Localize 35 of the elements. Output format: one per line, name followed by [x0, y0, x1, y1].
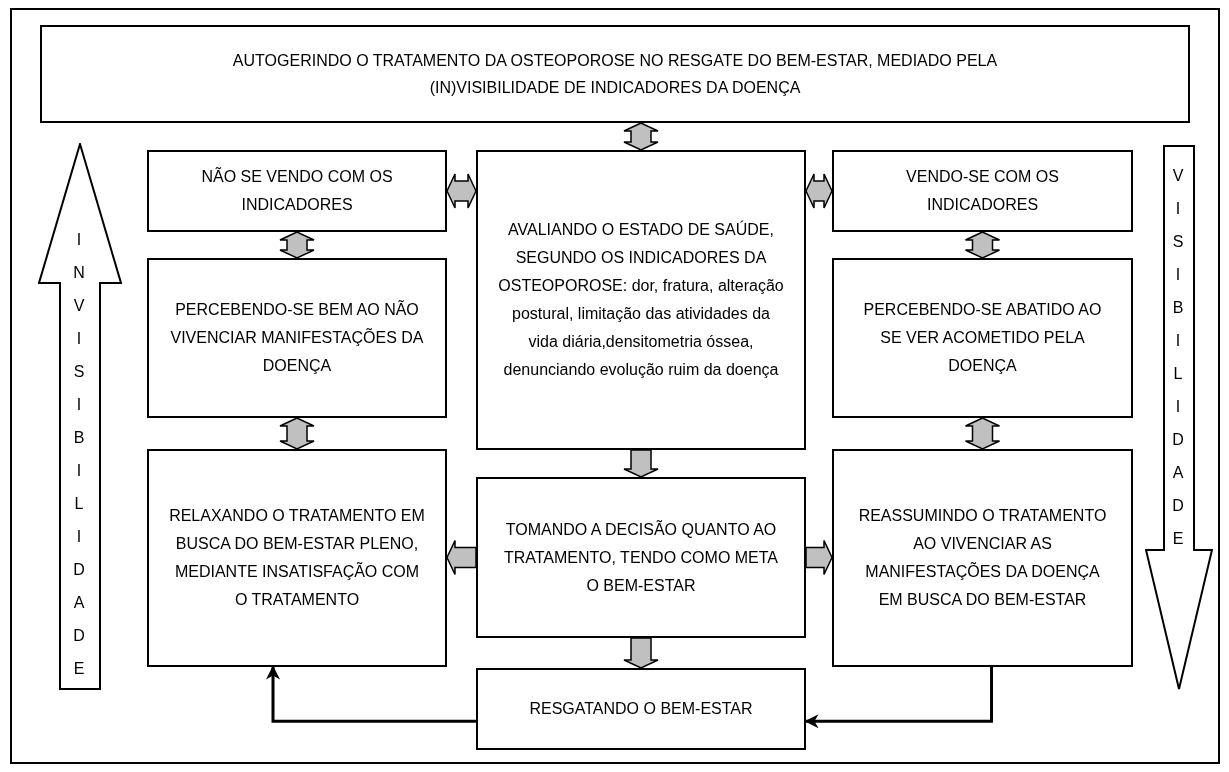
- block-arrow: [623, 122, 659, 151]
- process-box: [476, 477, 806, 638]
- box-text: REASSUMINDO O TRATAMENTO AO VIVENCIAR AS MANIFESTAÇÕES DA DOENÇA EM BUSCA DO BEM-ESTAR: [857, 506, 1108, 610]
- process-box: [476, 668, 806, 750]
- box-text: AUTOGERINDO O TRATAMENTO DA OSTEOPOROSE NO RESGATE DO BEM-ESTAR, MEDIADO PELA (IN)VISIBILIDADE DE INDICADORES DA DOENÇA: [231, 51, 999, 98]
- box-text: RESGATANDO O BEM-ESTAR: [529, 699, 753, 719]
- arrow: [266, 665, 476, 723]
- process-box: [147, 150, 447, 232]
- vertical-label: INVISIBILIDADE: [73, 230, 85, 679]
- box-text: TOMANDO A DECISÃO QUANTO AO TRATAMENTO, TENDO COMO META O BEM-ESTAR: [502, 519, 780, 596]
- block-arrow: [805, 173, 833, 209]
- block-arrow: [446, 539, 477, 576]
- arrow: [804, 667, 994, 729]
- process-box: [832, 258, 1133, 418]
- block-arrow: [279, 231, 315, 259]
- process-box: [832, 150, 1133, 232]
- box-text: NÃO SE VENDO COM OS INDICADORES: [200, 166, 394, 215]
- block-arrow: [805, 539, 833, 576]
- block-arrow: [279, 417, 315, 450]
- process-box: [476, 150, 806, 450]
- block-arrow: [446, 173, 477, 209]
- block-arrow: [623, 637, 659, 669]
- box-text: VENDO-SE COM OS INDICADORES: [905, 167, 1060, 215]
- box-text: PERCEBENDO-SE ABATIDO AO SE VER ACOMETIDO PELA DOENÇA: [862, 300, 1103, 376]
- process-box: [832, 449, 1133, 667]
- box-text: AVALIANDO O ESTADO DE SAÚDE, SEGUNDO OS INDICADORES DA OSTEOPOROSE: dor, fratura, alteração postural, limitação das atividades da vida diária,densitometria óssea, denunciando evolução ruim da doença: [498, 219, 784, 380]
- block-arrow: [964, 231, 1001, 259]
- box-text: RELAXANDO O TRATAMENTO EM BUSCA DO BEM-ESTAR PLENO, MEDIANTE INSATISFAÇÃO COM O TRATAMENTO: [169, 506, 425, 610]
- process-box: [147, 449, 447, 667]
- process-box: [40, 25, 1190, 123]
- vertical-label: VISIBILIDADE: [1172, 166, 1184, 549]
- block-arrow: [623, 449, 659, 478]
- box-text: PERCEBENDO-SE BEM AO NÃO VIVENCIAR MANIFESTAÇÕES DA DOENÇA: [169, 299, 425, 376]
- process-box: [147, 258, 447, 418]
- block-arrow: [964, 417, 1001, 450]
